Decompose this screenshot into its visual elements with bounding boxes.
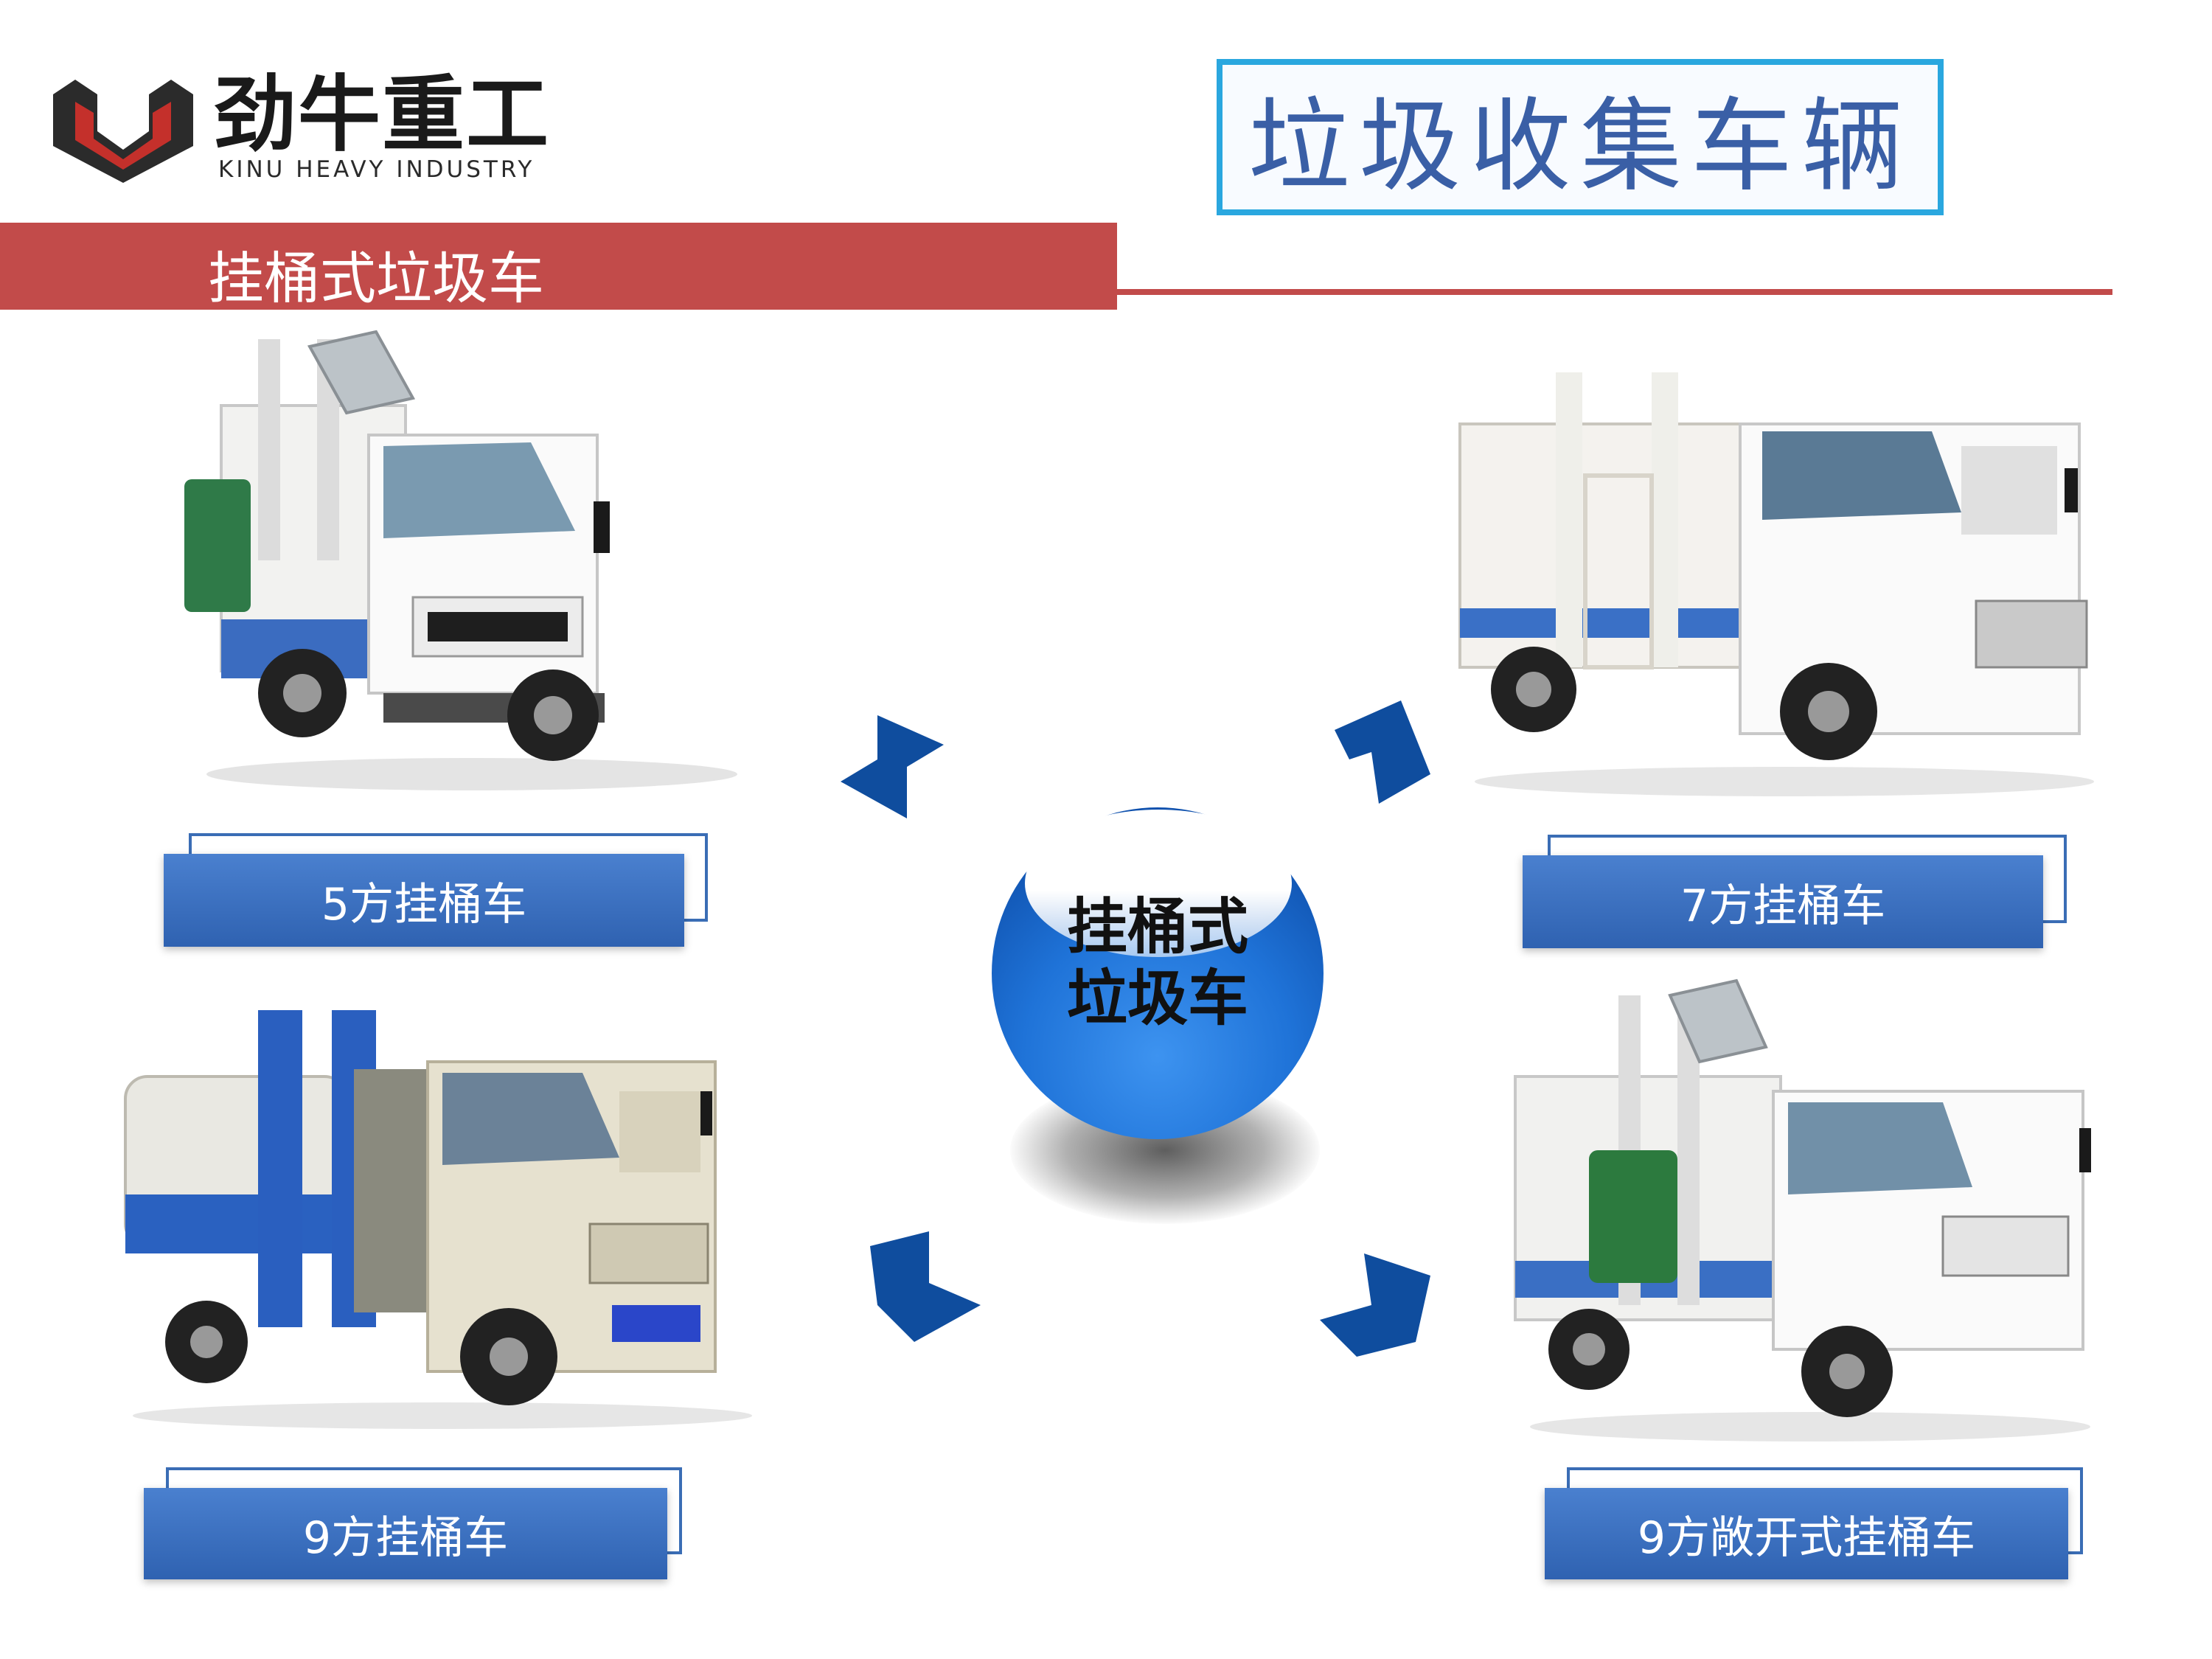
logo-chinese-name: 劲牛重工 [214, 67, 550, 163]
sphere-highlight [1025, 810, 1292, 957]
page-title: 垃圾收集车辆 [1248, 87, 1912, 206]
truck-photo-9-open [1514, 978, 2091, 1441]
vehicle-label-9: 9方挂桶车 [144, 1467, 682, 1585]
vehicle-label-text: 9方敞开式挂桶车 [1545, 1488, 2068, 1579]
section-divider-line [1117, 289, 2112, 295]
vehicle-label-7: 7方挂桶车 [1523, 835, 2067, 953]
truck-photo-7 [1458, 372, 2094, 796]
section-header-band [0, 223, 1117, 310]
center-label-line2: 垃圾车 [1066, 963, 1248, 1034]
kinu-logo-icon [53, 80, 193, 183]
center-label: 挂桶式 垃圾车 [992, 892, 1324, 1035]
arrow-up-left-icon [841, 715, 944, 818]
logo-english-name: KINU HEAVY INDUSTRY [218, 156, 535, 183]
center-label-line1: 挂桶式 [1066, 892, 1248, 962]
vehicle-label-text: 9方挂桶车 [144, 1488, 667, 1579]
arrow-down-left-icon [870, 1231, 981, 1342]
vehicle-label-text: 7方挂桶车 [1523, 855, 2043, 948]
truck-photo-9 [124, 1010, 752, 1429]
vehicle-label-text: 5方挂桶车 [164, 854, 684, 947]
section-title: 挂桶式垃圾车 [208, 246, 544, 311]
arrow-up-right-icon [1335, 700, 1430, 804]
vehicle-label-9-open: 9方敞开式挂桶车 [1545, 1467, 2083, 1585]
truck-photo-5 [184, 330, 737, 790]
vehicle-label-5: 5方挂桶车 [164, 833, 708, 951]
page-title-box: 垃圾收集车辆 [1217, 59, 1944, 215]
arrow-down-right-icon [1320, 1253, 1430, 1357]
